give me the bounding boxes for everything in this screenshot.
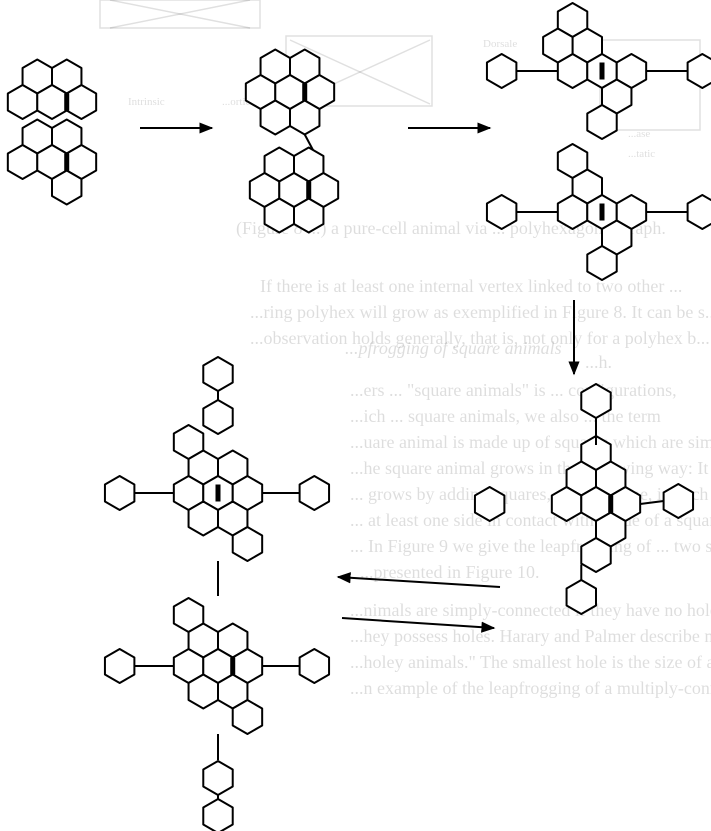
stage-3a-pendant-hexagon (686, 53, 711, 89)
bleed-through-line: ...holey animals." The smallest hole is … (350, 652, 711, 672)
bleed-through-line: ...uare animal is made up of squares whi… (350, 432, 711, 452)
stage-5-pendant-hexagon (103, 648, 136, 684)
arrow-stage4-to-stage5 (336, 572, 501, 588)
stage-4-link (640, 500, 664, 505)
stage-5-hexagon (187, 500, 219, 537)
stage-2-hexagon (293, 197, 325, 234)
stage-5-pendant-hexagon (202, 399, 234, 435)
stage-3b-hexagon (586, 245, 618, 281)
bleed-through-label: ...tatic (628, 148, 656, 160)
stage-4-pendant-hexagon (565, 579, 597, 615)
bleed-through-line: ...nimals are simply-connected if they h… (350, 600, 711, 620)
stage-2-hexagon (263, 197, 295, 234)
stage-3a-pendant-hexagon (485, 53, 518, 89)
bleed-through-line: If there is at least one internal vertex… (260, 276, 683, 296)
link-group (134, 70, 688, 800)
bleed-through-line: ...n example of the leapfrogging of a mu… (350, 678, 711, 698)
stage-5-pendant-hexagon (202, 356, 234, 392)
stage-1-hexagon (65, 84, 98, 120)
bleed-through-label: Dorsale (483, 38, 518, 50)
stage-1-hexagon (51, 169, 83, 206)
stage-5-hexagon (231, 526, 264, 562)
stage-5-pendant-hexagon (298, 475, 331, 511)
hexagon-group (6, 2, 711, 831)
stage-5-hexagon (231, 699, 264, 735)
stage-1-hexagon (36, 84, 68, 120)
bleed-through-line: ...observation holds generally, that is,… (250, 328, 710, 348)
stage-4-hexagon (580, 537, 612, 573)
stage-5-pendant-hexagon (103, 475, 136, 511)
bold-edge-group (64, 62, 614, 675)
stage-2-link (303, 134, 314, 151)
stage-4-hexagon (550, 486, 583, 522)
arrow-stage5-to-stage4 (341, 617, 496, 633)
stage-4-pendant-hexagon (580, 383, 612, 419)
bleed-through-line: ...h. (585, 352, 612, 372)
bleed-through-line: ...hey possess holes. Harary and Palmer … (350, 626, 711, 646)
stage-5-pendant-hexagon (298, 648, 331, 684)
bleed-through-line: ...presented in Figure 10. (360, 562, 540, 582)
bleed-through-line: ...ring polyhex will grow as exemplified… (250, 302, 711, 322)
stage-3b-hexagon (556, 194, 589, 230)
stage-5-pendant-hexagon (202, 798, 234, 831)
bleed-through-label: ...ase (628, 128, 651, 140)
stage-2-hexagon (289, 99, 321, 136)
stage-1-hexagon (6, 84, 39, 120)
stage-1-hexagon (6, 144, 39, 180)
stage-2-hexagon (259, 99, 291, 136)
bleed-through-line: ...pfrogging of square animals (345, 338, 562, 358)
stage-4-detached-hexagon (473, 486, 506, 522)
stage-3a-hexagon (586, 104, 618, 140)
arrow-group (140, 122, 580, 633)
stage-4-pendant-hexagon (662, 483, 695, 519)
bleed-through-label: Intrinsic (128, 96, 165, 108)
stage-3b-pendant-hexagon (686, 194, 711, 230)
stage-3b-pendant-hexagon (485, 194, 518, 230)
bleed-through-line: (Figure 8 ...) a pure-cell animal via ..… (236, 218, 666, 238)
stage-5-pendant-hexagon (202, 760, 234, 796)
stage-5-hexagon (187, 673, 219, 710)
stage-3a-hexagon (542, 27, 574, 64)
